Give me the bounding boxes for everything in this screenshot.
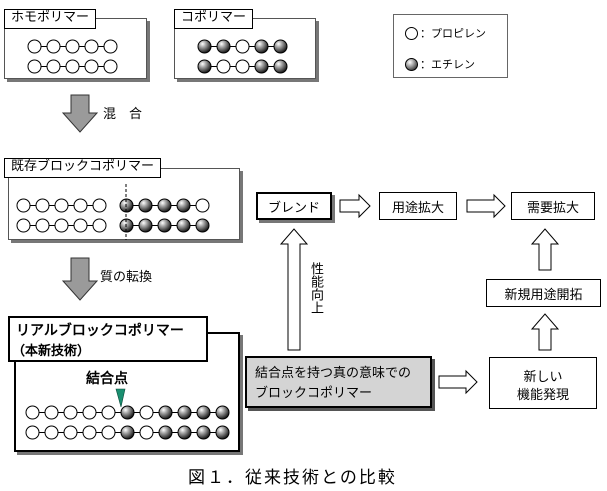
chain-svg <box>25 405 230 440</box>
ethylene-bead <box>215 425 230 440</box>
legend-propylene: ：プロピレン <box>405 25 486 41</box>
homopolymer-label: ホモポリマー <box>4 9 97 29</box>
true-meaning-box: 結合点を持つ真の意味でのブロックコポリマー <box>245 356 432 408</box>
new-function-box: 新しい 機能発現 <box>489 357 597 409</box>
mix-label: 混 合 <box>103 107 143 122</box>
propylene-ball-icon <box>405 26 418 40</box>
propylene-bead <box>92 218 107 233</box>
propylene-bead <box>103 39 118 54</box>
meaning-to-function-arrow <box>438 369 478 395</box>
new-use-box: 新規用途開拓 <box>486 279 601 307</box>
legend-ethylene: ：エチレン <box>405 56 475 72</box>
function-to-new-use-arrow <box>530 313 560 351</box>
propylene-bead <box>92 198 107 213</box>
real-block-copolymer-chain <box>25 404 238 452</box>
chain-svg <box>27 39 118 74</box>
propylene-bead <box>195 198 210 213</box>
ethylene-bead <box>273 39 288 54</box>
quality-conversion-label: 質の転換 <box>100 270 153 285</box>
blend-to-use-arrow <box>339 193 371 219</box>
copolymer-label: コポリマー <box>174 9 254 29</box>
quality-conversion-arrow <box>61 257 99 301</box>
expand-use-box: 用途拡大 <box>379 192 457 220</box>
chain-svg <box>197 39 288 74</box>
blend-text: ブレンド <box>267 200 320 216</box>
mix-arrow <box>61 94 99 133</box>
new-use-to-demand-arrow <box>530 228 560 271</box>
figure-caption: 図１．従来技術との比較 <box>188 468 397 488</box>
expand-use-text: 用途拡大 <box>391 200 444 216</box>
existing-block-copolymer-label: 既存ブロックコポリマー <box>4 158 162 178</box>
ethylene-bead <box>195 218 210 233</box>
bonding-point-label: 結合点 <box>86 371 128 387</box>
ethylene-ball-icon <box>405 57 418 71</box>
blend-box: ブレンド <box>256 192 332 220</box>
real-block-copolymer-subtitle: （本新技術） <box>12 344 91 359</box>
performance-up-label: 性能向上 <box>308 262 323 314</box>
bonding-point-marker <box>115 388 126 408</box>
real-block-copolymer-title: リアルブロックコポリマー <box>16 323 184 339</box>
propylene-bead <box>103 59 118 74</box>
use-to-demand-arrow <box>466 193 506 219</box>
true-meaning-text: 結合点を持つ真の意味でのブロックコポリマー <box>255 366 412 401</box>
expand-demand-box: 需要拡大 <box>511 192 595 220</box>
new-use-text: 新規用途開拓 <box>504 287 583 303</box>
new-function-line1: 新しい <box>523 370 563 385</box>
legend-ethylene-text: ：エチレン <box>420 58 475 71</box>
homopolymer-chain <box>27 38 126 86</box>
performance-up-arrow <box>279 228 309 351</box>
ethylene-bead <box>273 59 288 74</box>
legend-propylene-text: ：プロピレン <box>420 27 486 40</box>
ethylene-bead <box>215 405 230 420</box>
real-block-copolymer-title-box <box>8 316 208 362</box>
copolymer-chain <box>197 38 296 86</box>
expand-demand-text: 需要拡大 <box>526 200 579 216</box>
new-function-line2: 機能発現 <box>516 388 569 403</box>
